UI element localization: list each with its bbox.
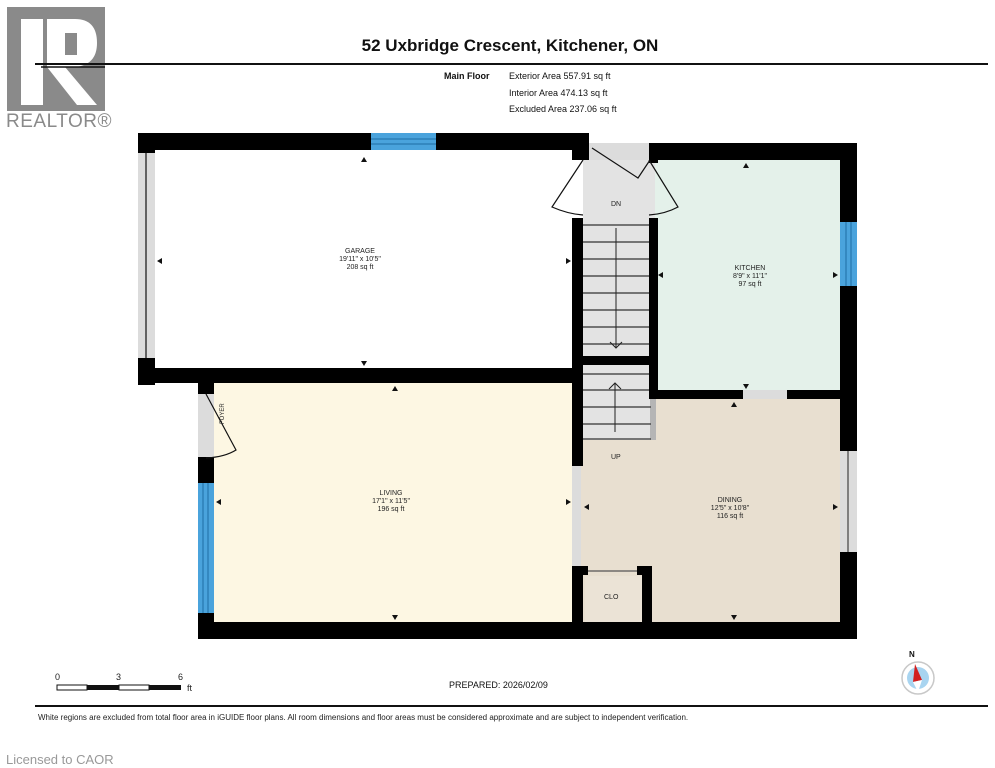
interior-area: Interior Area 474.13 sq ft (509, 88, 608, 98)
title-divider (35, 63, 988, 65)
room-living-dims: 17'1" x 11'5" (372, 498, 410, 505)
walls (138, 133, 857, 639)
page-title: 52 Uxbridge Crescent, Kitchener, ON (361, 36, 659, 55)
room-garage-area: 208 sq ft (346, 264, 374, 271)
realtor-r-icon (7, 7, 105, 111)
scale-tick-0: 0 (55, 672, 61, 682)
room-closet: CLO (604, 594, 619, 601)
license-text: Licensed to CAOR (6, 752, 114, 767)
scale-tick-3: 3 (116, 672, 122, 682)
exterior-area: Exterior Area 557.91 sq ft (509, 71, 611, 81)
door-swings (205, 147, 679, 459)
room-dining-dims: 12'5" x 10'8" (710, 505, 750, 512)
stairs-down (583, 150, 655, 358)
room-kitchen-area: 97 sq ft (738, 281, 762, 288)
scale-tick-6: 6 (178, 672, 184, 682)
scale-unit: ft (187, 683, 193, 693)
disclaimer-text: White regions are excluded from total fl… (38, 713, 689, 722)
windows (198, 133, 857, 613)
room-kitchen-name: KITCHEN (734, 265, 766, 272)
scale-bar (56, 684, 181, 691)
room-kitchen-dims: 8'9" x 11'1" (733, 273, 767, 280)
room-kitchen: KITCHEN 8'9" x 11'1" 97 sq ft (710, 265, 790, 289)
openings (138, 143, 857, 572)
stairs-up-label: UP (611, 454, 621, 461)
room-garage-dims: 19'11" x 10'5" (339, 256, 381, 263)
realtor-wordmark: REALTOR® (6, 111, 112, 132)
living-fill (214, 383, 574, 623)
stairs-up (581, 365, 656, 440)
dimension-markers (157, 157, 838, 620)
room-living-area: 196 sq ft (377, 506, 405, 513)
stairs-down-label: DN (611, 201, 622, 208)
excluded-area: Excluded Area 237.06 sq ft (509, 104, 617, 114)
closet-fill (585, 576, 643, 622)
compass-north-label: N (909, 650, 915, 659)
realtor-logo (7, 7, 105, 111)
room-living-name: LIVING (379, 490, 403, 497)
room-dining-name: DINING (717, 497, 743, 504)
kitchen-fill (655, 160, 840, 392)
room-dining-area: 116 sq ft (716, 513, 744, 520)
room-garage-name: GARAGE (345, 248, 375, 255)
room-living: LIVING 17'1" x 11'5" 196 sq ft (351, 490, 431, 514)
garage-fill (155, 150, 575, 368)
room-foyer: FOYER (220, 403, 226, 424)
room-dining: DINING 12'5" x 10'8" 116 sq ft (690, 497, 770, 521)
room-garage: GARAGE 19'11" x 10'5" 208 sq ft (320, 248, 400, 272)
footer-divider (35, 705, 988, 707)
floor-label: Main Floor (444, 71, 490, 81)
prepared-date: PREPARED: 2026/02/09 (449, 680, 548, 690)
compass-icon (901, 661, 935, 695)
